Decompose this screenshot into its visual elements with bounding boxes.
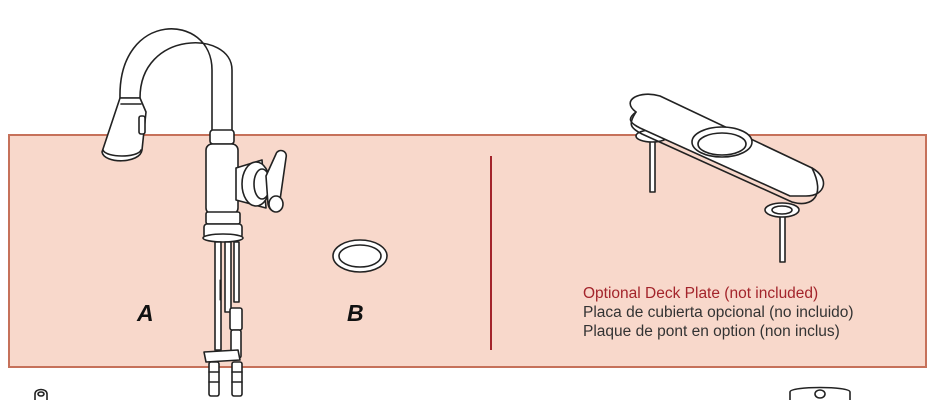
faucet-illustration	[101, 28, 288, 397]
section-divider	[490, 156, 492, 350]
part-a-label: A	[137, 300, 154, 326]
caption-spanish: Placa de cubierta opcional (no incluido)	[583, 304, 854, 321]
deck-plate-caption: Optional Deck Plate (not included) Placa…	[583, 284, 854, 341]
caption-french: Plaque de pont en option (non inclus)	[583, 323, 840, 340]
deck-plate-illustration	[629, 93, 825, 263]
gasket-illustration	[332, 239, 388, 273]
caption-english: Optional Deck Plate (not included)	[583, 285, 819, 302]
cropped-parts-illustration	[34, 386, 851, 400]
part-b-label: B	[347, 300, 364, 326]
